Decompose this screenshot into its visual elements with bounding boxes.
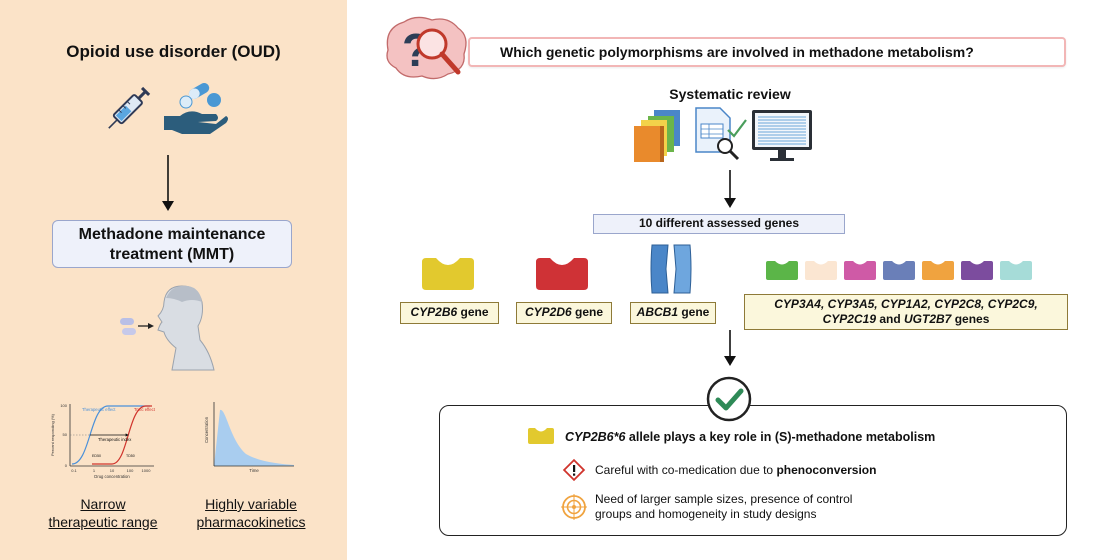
mmt-box: Methadone maintenance treatment (MMT) (52, 220, 292, 268)
cyp2d6-gene-label: CYP2D6 gene (516, 302, 612, 324)
pk-curve-chart: Concentration Time (204, 402, 294, 473)
cyp2b6-gene-name: CYP2B6 (410, 305, 458, 319)
gene-receptor-icon (1000, 261, 1032, 280)
other-genes-suffix: genes (951, 312, 990, 326)
question-head-icon: ? (386, 16, 467, 80)
arrow-down-icon (724, 330, 736, 366)
conclusion-box (439, 405, 1067, 536)
variable-pk-label: Highly variable pharmacokinetics (176, 495, 326, 531)
question-text: Which genetic polymorphisms are involved… (500, 44, 974, 60)
other-genes-line1: CYP3A4, CYP3A5, CYP1A2, CYP2C8, CYP2C9, (774, 297, 1038, 311)
conclusion-main-rest: allele plays a key role in (S)-methadone… (625, 430, 936, 444)
abcb1-gene-suffix: gene (678, 305, 710, 319)
narrow-line1: Narrow (80, 496, 126, 512)
chart1-ytick: 50 (63, 432, 68, 437)
cyp2b6-gene-suffix: gene (457, 305, 489, 319)
other-genes-and: and (876, 312, 905, 326)
pk-line2: pharmacokinetics (196, 514, 306, 530)
other-genes-receptors (766, 261, 1032, 280)
abcb1-gene-name: ABCB1 (636, 305, 678, 319)
conclusion-main: CYP2B6*6 allele plays a key role in (S)-… (565, 430, 935, 444)
cyp2b6-small-receptor-icon (528, 428, 554, 444)
pills-to-person-icon (120, 285, 215, 371)
other-genes-box: CYP3A4, CYP3A5, CYP1A2, CYP2C8, CYP2C9, … (744, 294, 1068, 330)
gene-receptor-icon (961, 261, 993, 280)
gene-receptor-icon (805, 261, 837, 280)
chart2-xlabel: Time (249, 468, 259, 473)
mmt-line2: treatment (MMT) (109, 246, 235, 263)
chart1-therapeutic-index: Therapeutic index (98, 437, 132, 442)
caution-bold: phenoconversion (776, 463, 877, 477)
other-genes-line2: CYP2C19 and UGT2B7 genes (745, 312, 1067, 327)
gene-receptor-icon (922, 261, 954, 280)
check-circle-icon (706, 376, 752, 422)
dose-response-chart: 100 50 0 0.1 1 10 100 1000 Drug concentr… (50, 403, 156, 479)
other-genes-cyp2c19: CYP2C19 (822, 312, 876, 326)
caution-pre: Careful with co-medication due to (595, 463, 777, 477)
chart1-ed50: ED50 (92, 454, 101, 458)
abcb1-transporter-icon (650, 244, 692, 294)
books-icon (634, 110, 680, 162)
document-search-icon (695, 107, 747, 161)
chart1-xlabel: Drug concentration (94, 474, 130, 479)
cyp2d6-receptor-icon (536, 258, 588, 290)
target-icon (561, 494, 587, 520)
arrow-down-icon (162, 155, 174, 211)
chart1-xtick: 10 (110, 468, 115, 473)
chart1-ytick: 100 (60, 403, 67, 408)
chart1-xtick: 1 (93, 468, 96, 473)
chart1-td50: TD50 (126, 454, 135, 458)
chart1-xtick: 1000 (142, 468, 152, 473)
syringe-icon (108, 86, 151, 129)
left-panel (0, 0, 347, 560)
chart2-ylabel: Concentration (204, 416, 209, 443)
gene-receptor-icon (766, 261, 798, 280)
cyp2b6-gene-label: CYP2B6 gene (400, 302, 499, 324)
assessed-genes-box: 10 different assessed genes (593, 214, 845, 234)
chart1-therapeutic-effect: Therapeutic effect (82, 407, 116, 412)
need-line2: groups and homogeneity in study designs (595, 507, 817, 521)
chart1-toxic-effect: Toxic effect (134, 407, 156, 412)
oud-title: Opioid use disorder (OUD) (66, 42, 281, 61)
chart1-ytick: 0 (65, 463, 68, 468)
chart1-ylabel: Percent responding (%) (50, 413, 55, 456)
other-genes-ugt2b7: UGT2B7 (904, 312, 952, 326)
cyp2b6-receptor-icon (422, 258, 474, 290)
gene-receptor-icon (883, 261, 915, 280)
conclusion-allele: CYP2B6*6 (565, 430, 626, 444)
arrow-down-icon (724, 170, 736, 208)
hand-pills-icon (164, 83, 228, 134)
cyp2d6-gene-suffix: gene (571, 305, 604, 319)
chart1-xtick: 100 (127, 468, 134, 473)
need-line1: Need of larger sample sizes, presence of… (595, 492, 853, 506)
systematic-review-title: Systematic review (669, 86, 791, 102)
gene-receptor-icon (844, 261, 876, 280)
narrow-range-label: Narrow therapeutic range (30, 495, 176, 531)
cyp2d6-gene-name: CYP2D6 (524, 305, 572, 319)
need-text: Need of larger sample sizes, presence of… (595, 492, 852, 522)
warning-icon (562, 458, 586, 482)
abcb1-gene-label: ABCB1 gene (630, 302, 716, 324)
narrow-line2: therapeutic range (48, 514, 158, 530)
caution-text: Careful with co-medication due to phenoc… (595, 463, 876, 478)
mmt-line1: Methadone maintenance (78, 226, 266, 243)
chart1-xtick: 0.1 (71, 468, 77, 473)
question-box (468, 37, 1066, 67)
pk-line1: Highly variable (205, 496, 297, 512)
monitor-icon (752, 110, 812, 161)
